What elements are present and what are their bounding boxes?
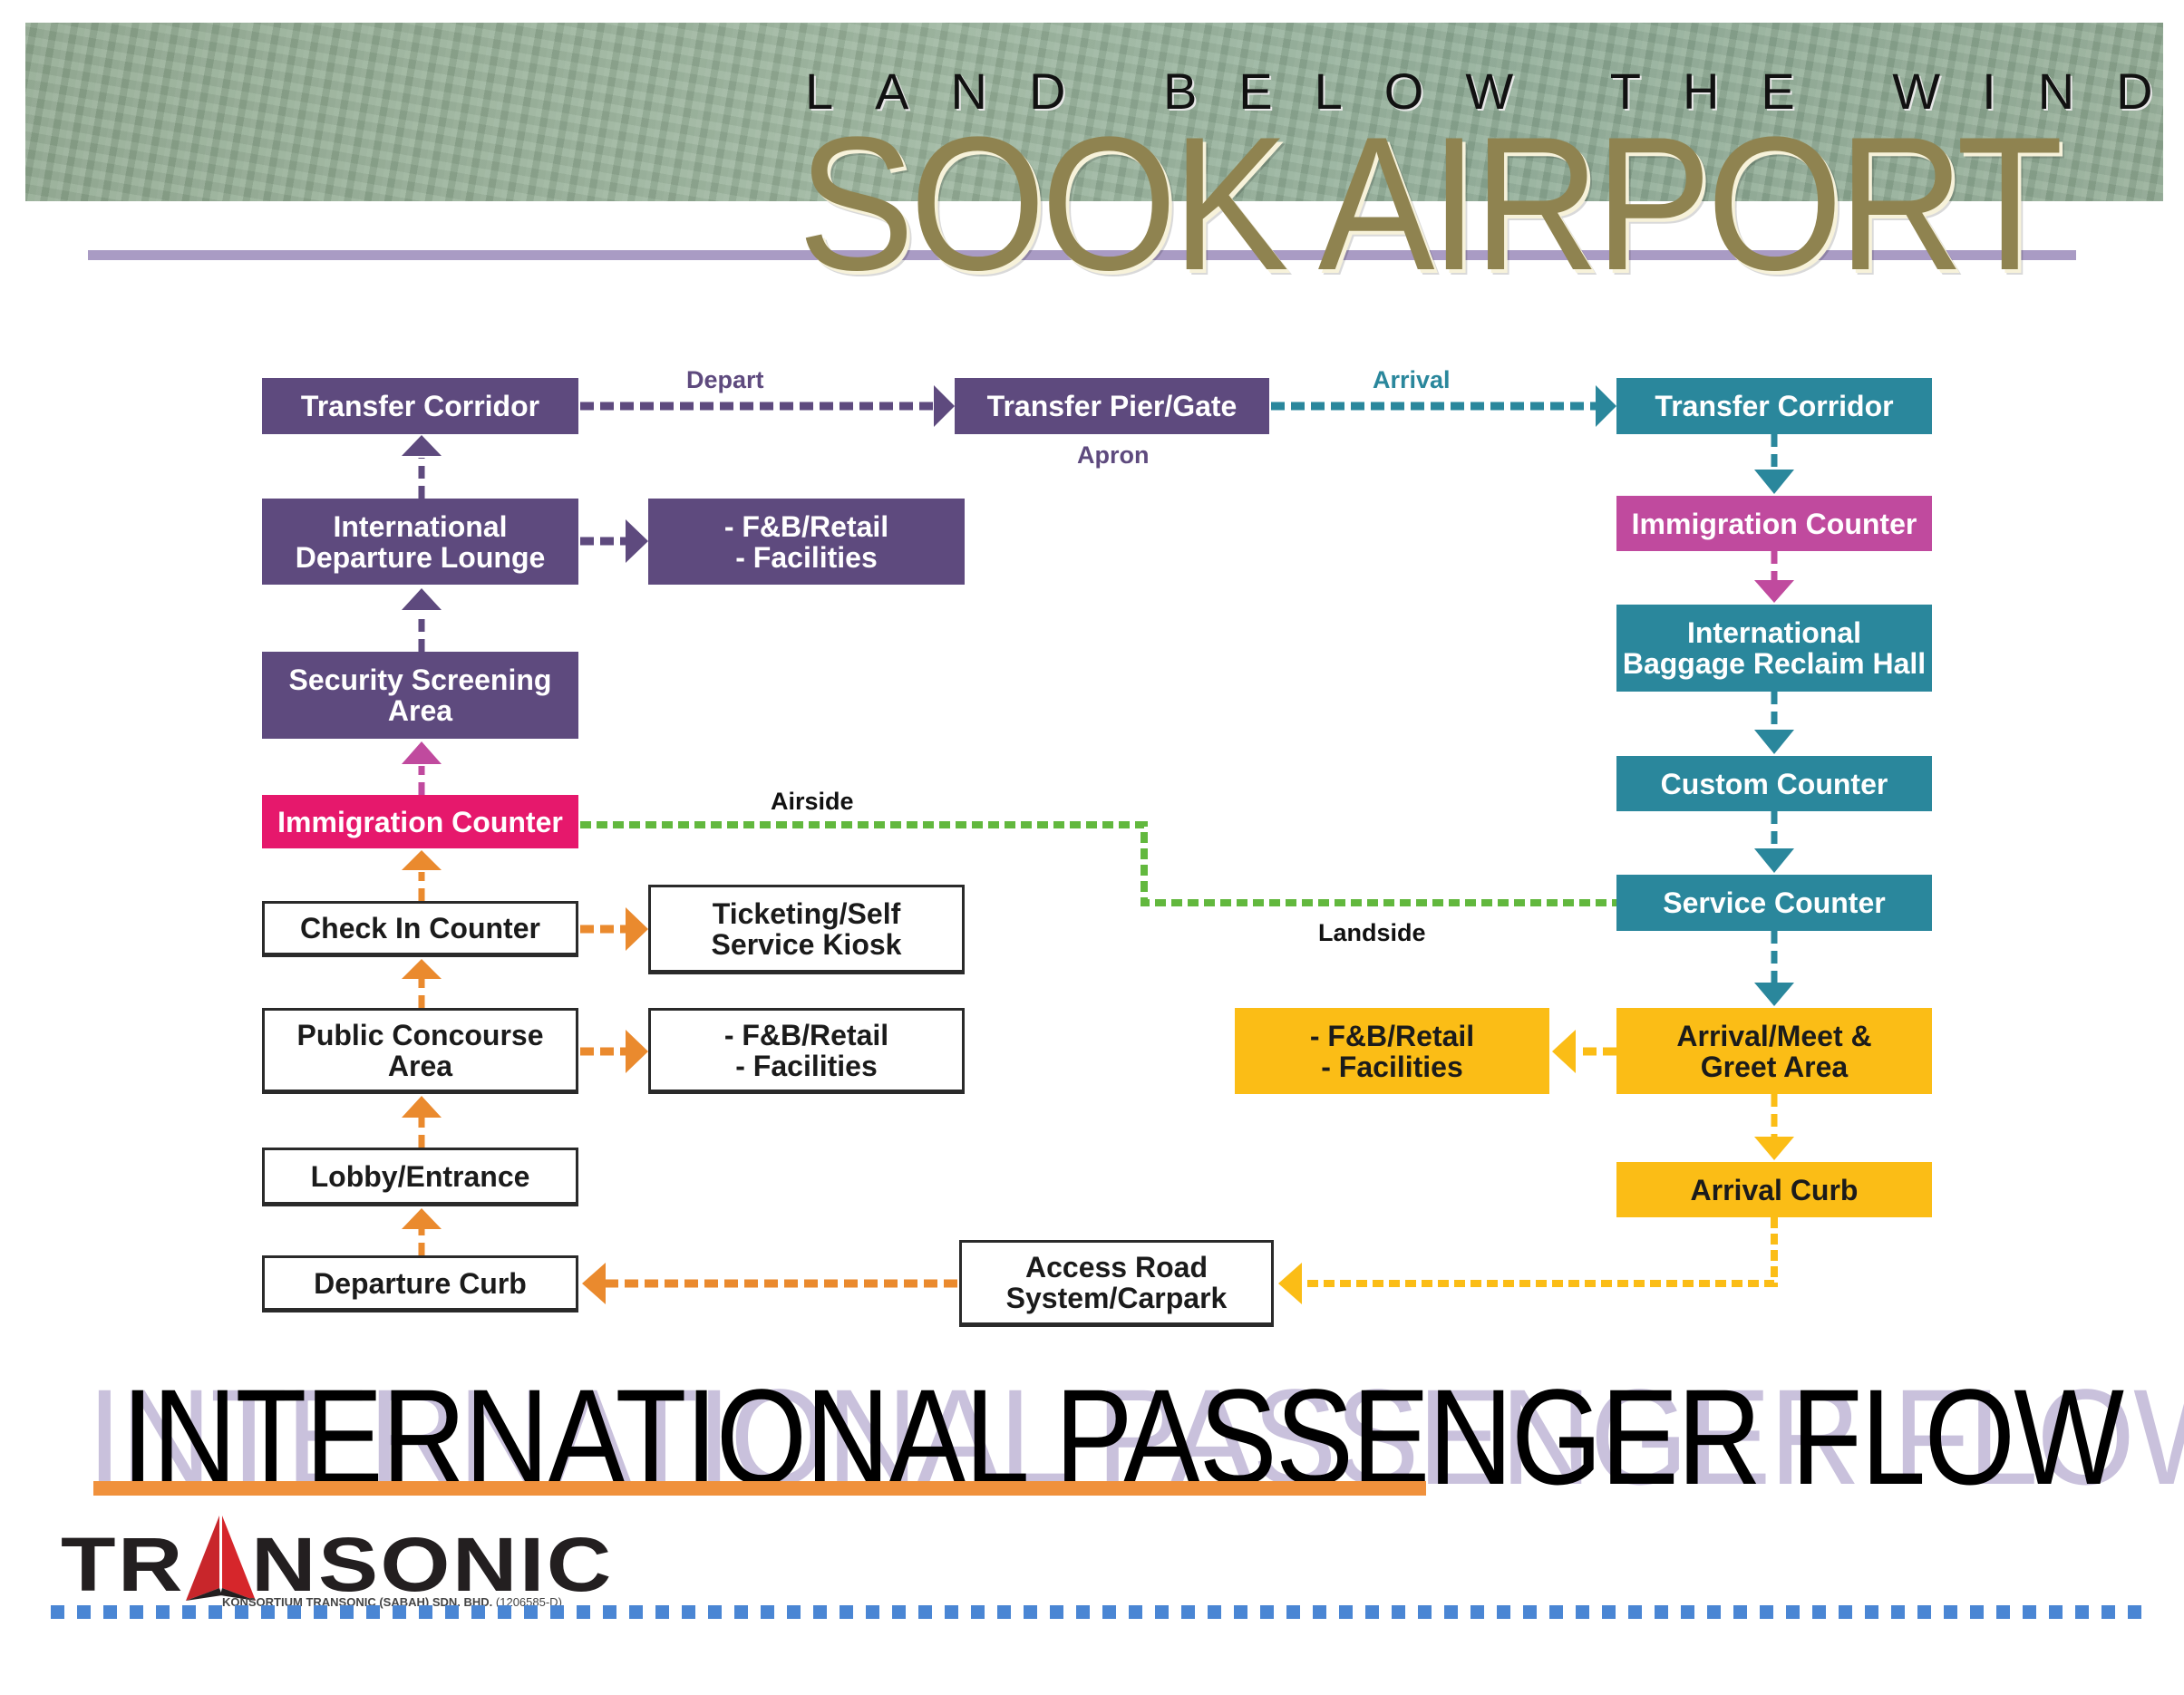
lounge-fb-retail: - F&B/Retail - Facilities [648, 499, 965, 585]
corridor-up-arrowhead [402, 435, 442, 456]
header-divider [88, 250, 2076, 260]
check-in-counter: Check In Counter [262, 901, 578, 957]
security-up-arrowhead [402, 741, 442, 764]
concourse-fb-retail: - F&B/Retail - Facilities [648, 1008, 965, 1094]
arrival-arrowhead [1596, 385, 1616, 427]
access-road-arrowhead [1278, 1263, 1302, 1304]
access-road-carpark: Access Road System/Carpark [959, 1240, 1274, 1327]
depart-arrowhead [934, 385, 955, 427]
title-underline [93, 1481, 1426, 1496]
departure-immigration-counter: Immigration Counter [262, 795, 578, 848]
tagline: LAND BELOW THE WIND [805, 63, 2184, 120]
logo-wordmark-tr: TR [61, 1522, 185, 1607]
logo-wordmark-nsonic: NSONIC [251, 1522, 614, 1607]
transfer-pier-gate: Transfer Pier/Gate [955, 378, 1269, 434]
lobby-entrance: Lobby/Entrance [262, 1148, 578, 1206]
immigration-down-arrowhead [1754, 470, 1794, 494]
service-counter: Service Counter [1616, 875, 1932, 931]
departure-curb: Departure Curb [262, 1255, 578, 1312]
security-screening-area: Security Screening Area [262, 652, 578, 739]
custom-down-arrowhead [1754, 730, 1794, 754]
arrival-immigration-counter: Immigration Counter [1616, 496, 1932, 551]
service-down-arrowhead [1754, 848, 1794, 873]
logo-triangle-icon [186, 1516, 256, 1601]
baggage-reclaim-hall: International Baggage Reclaim Hall [1616, 605, 1932, 692]
departure-transfer-corridor: Transfer Corridor [262, 378, 578, 434]
header-banner [25, 23, 2163, 201]
departure-lounge: International Departure Lounge [262, 499, 578, 585]
lounge-up-arrowhead [402, 588, 442, 610]
airside-label: Airside [771, 788, 854, 815]
arrival-fb-retail: - F&B/Retail - Facilities [1235, 1008, 1549, 1094]
curb-to-access-connector [1302, 1217, 1778, 1287]
airside-landside-boundary [580, 821, 1616, 906]
arrival-transfer-corridor: Transfer Corridor [1616, 378, 1932, 434]
curb-down-arrowhead [1754, 1137, 1794, 1160]
baggage-down-arrowhead [1754, 580, 1794, 603]
footer-dotted-divider [51, 1605, 2147, 1619]
departure-curb-arrowhead [582, 1263, 606, 1304]
ticketing-arrowhead [626, 907, 648, 951]
arrival-meet-greet-area: Arrival/Meet & Greet Area [1616, 1008, 1932, 1094]
custom-counter: Custom Counter [1616, 756, 1932, 811]
arrival-label: Arrival [1373, 366, 1451, 393]
checkin-up-arrowhead [402, 959, 442, 979]
landside-label: Landside [1318, 919, 1426, 946]
apron-label: Apron [1077, 441, 1150, 469]
meet-down-arrowhead [1754, 983, 1794, 1006]
lobby-up-arrowhead [402, 1208, 442, 1229]
concourse-retail-arrowhead [626, 1030, 648, 1073]
arrival-retail-arrowhead [1552, 1030, 1576, 1073]
depart-label: Depart [686, 366, 764, 393]
immigration-up-arrowhead [402, 850, 442, 870]
lounge-retail-arrowhead [626, 519, 648, 563]
concourse-up-arrowhead [402, 1096, 442, 1118]
arrival-curb: Arrival Curb [1616, 1162, 1932, 1217]
airport-title: SOOK AIRPORT [798, 97, 2063, 310]
public-concourse-area: Public Concourse Area [262, 1008, 578, 1094]
transonic-logo: TR NSONIC [61, 1505, 614, 1604]
ticketing-kiosk: Ticketing/Self Service Kiosk [648, 885, 965, 974]
